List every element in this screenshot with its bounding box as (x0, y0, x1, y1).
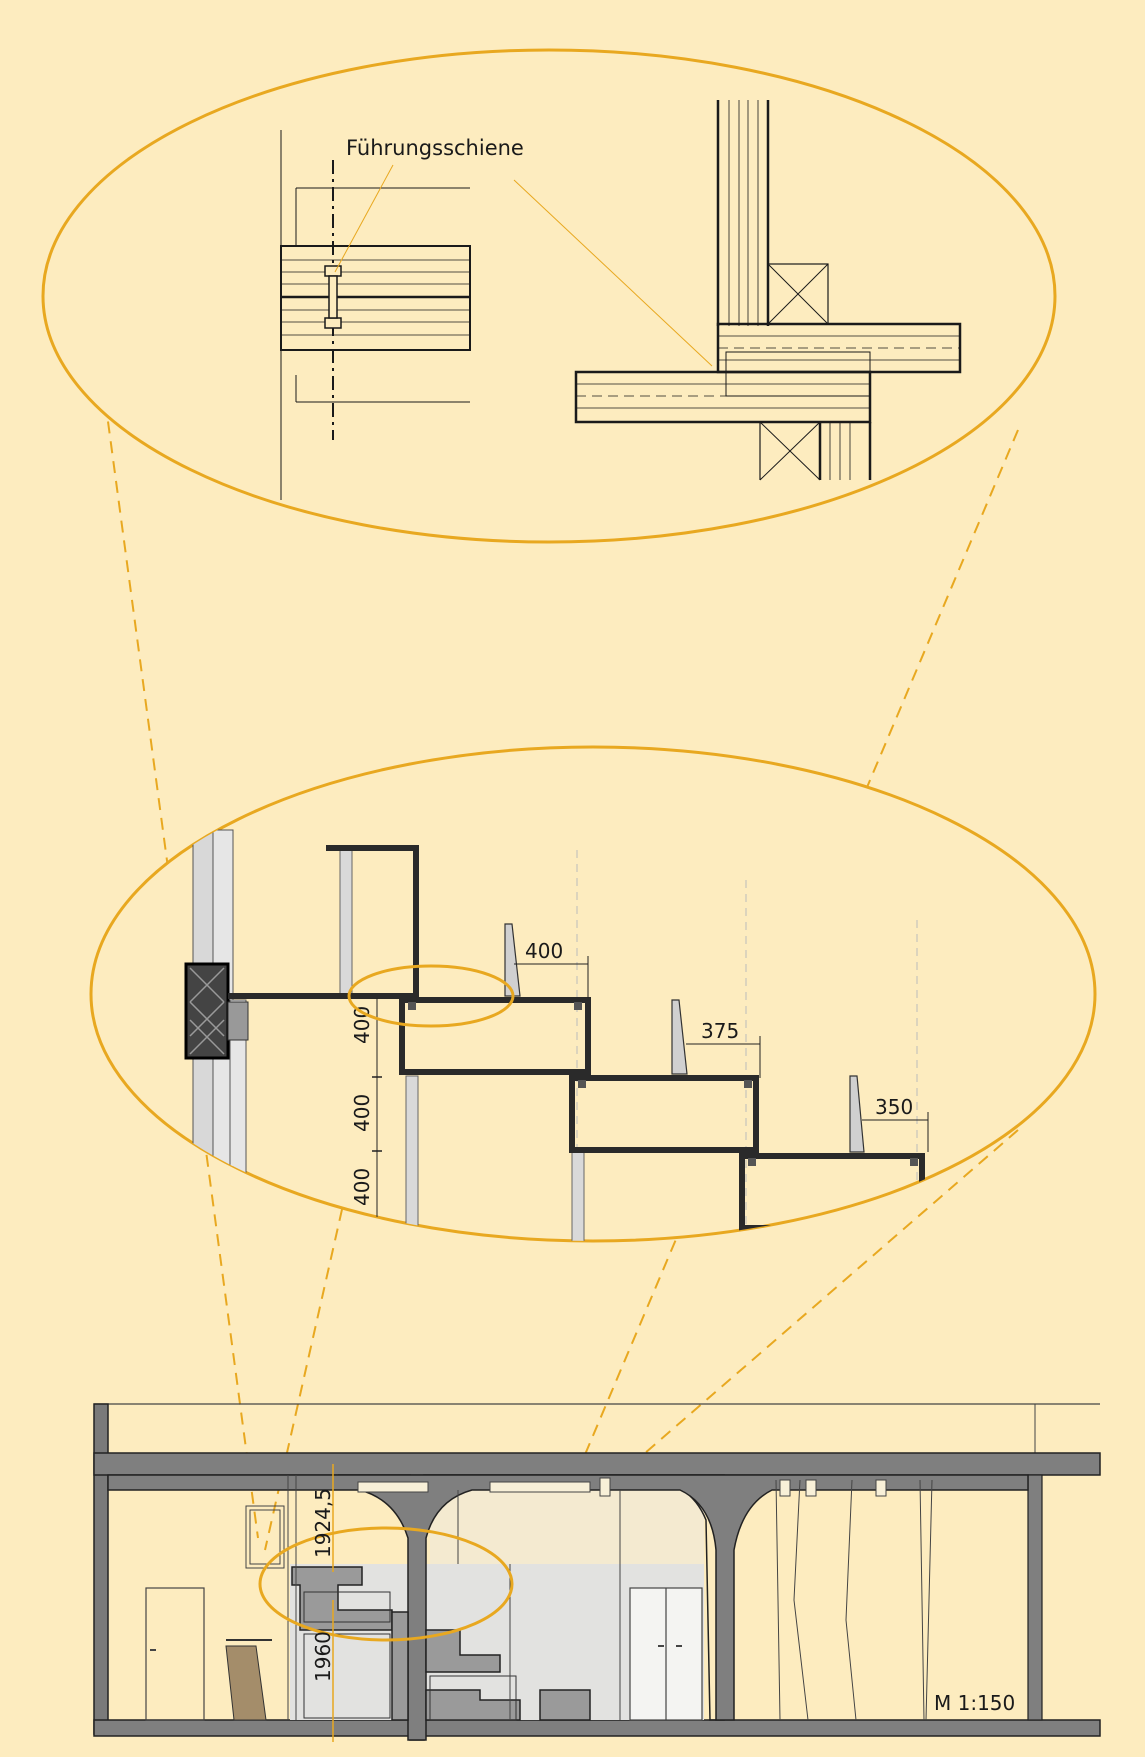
elevation-height-upper: 1924,5 (311, 1488, 335, 1558)
guide-rail-icon (324, 265, 342, 329)
tread-dimension-1: 400 (525, 939, 563, 963)
elevation-height-lower: 1960 (311, 1631, 335, 1682)
tread-dimension-2: 375 (701, 1019, 739, 1043)
door-icon (145, 1587, 205, 1721)
detail-label: Führungsschiene (346, 136, 524, 160)
section-ellipse-middle: 400 375 350 400 400 400 (89, 745, 1097, 1243)
riser-dimension-3: 400 (350, 1168, 374, 1206)
scale-label: M 1:150 (934, 1691, 1015, 1715)
door-icon (629, 1587, 703, 1721)
overall-section: 1924,5 1960 M 1:150 (93, 1403, 1101, 1742)
detail-ellipse-top: Führungsschiene (41, 48, 1057, 544)
tread-dimension-3: 350 (875, 1095, 913, 1119)
riser-dimension-2: 400 (350, 1094, 374, 1132)
insulation-crosshatch-icon (184, 962, 249, 1060)
